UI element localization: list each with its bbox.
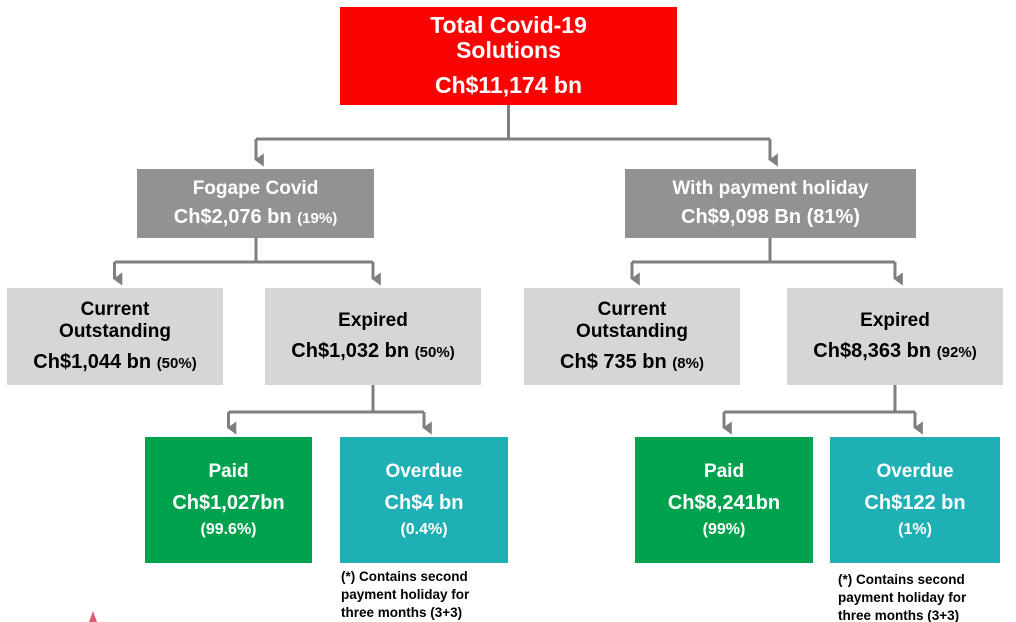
current-outstanding-left-node: Current Outstanding Ch$1,044 bn (50%) xyxy=(7,288,223,385)
expired-right-amount-value: Ch$8,363 bn xyxy=(813,340,932,363)
expired-right-node: Expired Ch$8,363 bn (92%) xyxy=(787,288,1003,385)
overdue-right-pct: (1%) xyxy=(898,521,932,538)
connector-expired-right xyxy=(722,385,923,435)
paid-left-pct: (99.6%) xyxy=(200,521,257,538)
payment-holiday-amount: Ch$9,098 Bn (81%) xyxy=(681,206,860,229)
paid-right-node: Paid Ch$8,241bn (99%) xyxy=(635,437,813,563)
fogape-covid-node: Fogape Covid Ch$2,076 bn (19%) xyxy=(137,169,374,238)
root-node: Total Covid-19 Solutions Ch$11,174 bn xyxy=(340,7,677,105)
logo-flame-tip-icon xyxy=(89,611,97,622)
expired-left-amount: Ch$1,032 bn (50%) xyxy=(291,340,454,363)
co-left-pct: (50%) xyxy=(156,355,197,373)
co-right-pct: (8%) xyxy=(672,355,704,373)
root-title-line2: Solutions xyxy=(456,37,561,63)
co-right-label-line2: Outstanding xyxy=(576,321,688,342)
current-outstanding-right-node: Current Outstanding Ch$ 735 bn (8%) xyxy=(524,288,740,385)
current-outstanding-left-amount: Ch$1,044 bn (50%) xyxy=(33,351,196,374)
overdue-left-node: Overdue Ch$4 bn (0.4%) xyxy=(340,437,508,563)
expired-left-node: Expired Ch$1,032 bn (50%) xyxy=(265,288,481,385)
payment-holiday-pct: (81%) xyxy=(806,206,860,229)
current-outstanding-right-amount: Ch$ 735 bn (8%) xyxy=(560,351,704,374)
overdue-right-label: Overdue xyxy=(876,461,954,482)
paid-right-amount: Ch$8,241bn xyxy=(667,492,781,514)
paid-right-pct: (99%) xyxy=(702,521,746,538)
fogape-pct: (19%) xyxy=(297,210,338,228)
payment-holiday-node: With payment holiday Ch$9,098 Bn (81%) xyxy=(625,169,916,238)
footnote-right: (*) Contains second payment holiday for … xyxy=(838,572,967,622)
fogape-amount-value: Ch$2,076 bn xyxy=(173,206,292,229)
paid-right-label: Paid xyxy=(703,461,745,482)
connector-payment-holiday xyxy=(630,237,903,286)
expired-left-amount-value: Ch$1,032 bn xyxy=(291,340,410,363)
expired-right-pct: (92%) xyxy=(936,344,977,362)
current-outstanding-left-label: Current Outstanding xyxy=(59,299,171,344)
co-right-amount-value: Ch$ 735 bn xyxy=(560,351,667,374)
co-left-label-line1: Current xyxy=(80,298,150,320)
payment-holiday-amount-value: Ch$9,098 Bn xyxy=(681,206,802,229)
root-title: Total Covid-19 Solutions xyxy=(430,11,587,64)
connector-fogape xyxy=(113,237,381,286)
co-left-label-line2: Outstanding xyxy=(59,321,171,342)
fogape-amount: Ch$2,076 bn (19%) xyxy=(174,206,337,229)
paid-left-amount: Ch$1,027bn xyxy=(172,492,285,514)
root-amount: Ch$11,174 bn xyxy=(434,72,583,99)
connector-expired-left xyxy=(227,385,432,435)
overdue-left-label: Overdue xyxy=(385,461,463,482)
overdue-right-node: Overdue Ch$122 bn (1%) xyxy=(830,437,1000,563)
expired-left-label: Expired xyxy=(338,309,408,331)
co-left-amount-value: Ch$1,044 bn xyxy=(33,351,152,374)
footnote-left: (*) Contains second payment holiday for … xyxy=(341,569,470,621)
connector-root xyxy=(254,104,778,167)
expired-right-amount: Ch$8,363 bn (92%) xyxy=(813,340,976,363)
root-title-line1: Total Covid-19 xyxy=(430,11,587,38)
paid-left-label: Paid xyxy=(208,461,249,482)
expired-left-pct: (50%) xyxy=(414,344,455,362)
current-outstanding-right-label: Current Outstanding xyxy=(576,299,688,344)
expired-right-label: Expired xyxy=(860,309,930,331)
fogape-label: Fogape Covid xyxy=(192,177,319,199)
co-right-label-line1: Current xyxy=(597,298,667,320)
overdue-left-pct: (0.4%) xyxy=(400,521,448,538)
overdue-right-amount: Ch$122 bn xyxy=(864,492,966,514)
overdue-left-amount: Ch$4 bn xyxy=(384,492,464,514)
paid-left-node: Paid Ch$1,027bn (99.6%) xyxy=(145,437,312,563)
payment-holiday-label: With payment holiday xyxy=(672,177,869,199)
